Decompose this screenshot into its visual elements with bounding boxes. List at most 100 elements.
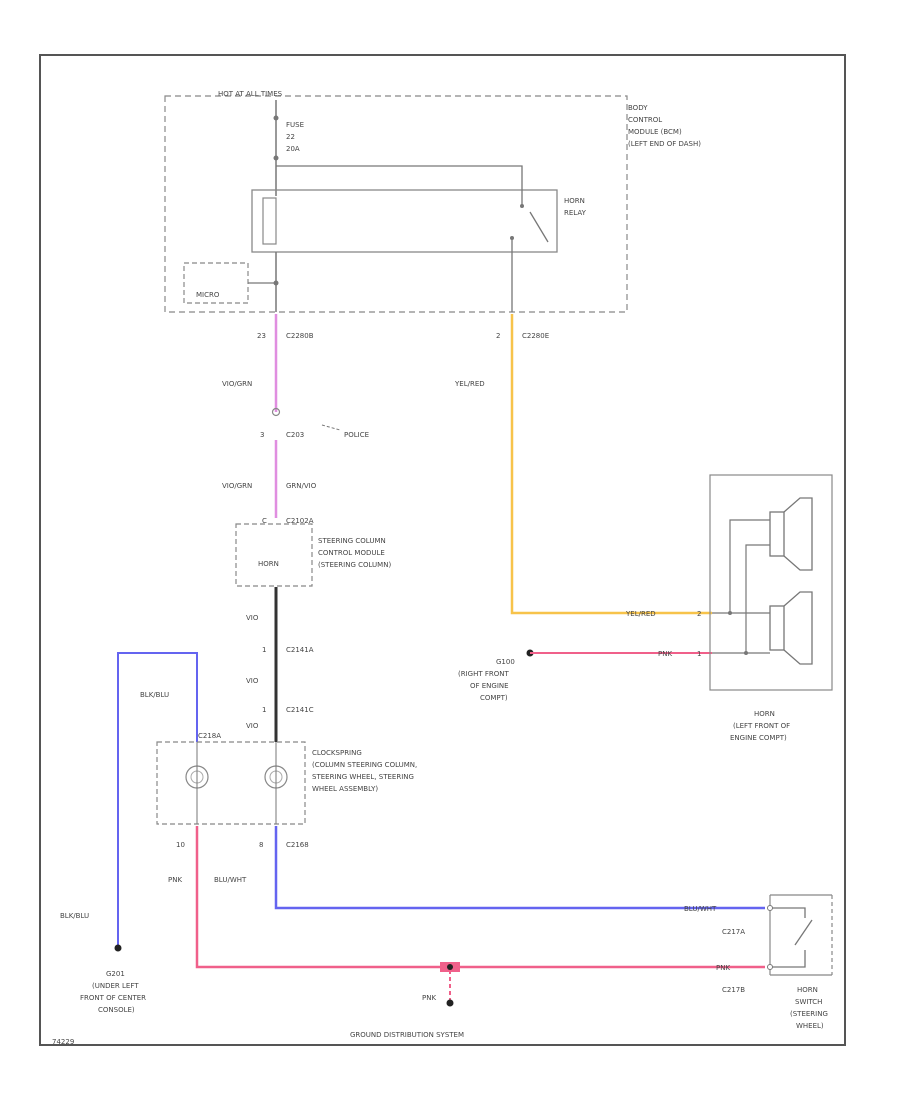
horn-switch-terminal-bottom — [767, 964, 773, 970]
svg-text:(STEERING: (STEERING — [790, 1010, 828, 1018]
vio-grn-label-2: VIO/GRN — [222, 482, 252, 490]
fuse-terminal-top — [273, 115, 279, 121]
horn-speaker-upper — [769, 497, 813, 571]
c203-pin: 3 — [260, 431, 264, 439]
svg-text:OF ENGINE: OF ENGINE — [470, 682, 509, 690]
svg-text:MODULE (BCM): MODULE (BCM) — [628, 128, 682, 136]
horn-component-box — [709, 474, 833, 691]
svg-text:RELAY: RELAY — [564, 209, 587, 217]
blu-wht-label-1: BLU/WHT — [214, 876, 247, 884]
sccm-pin: C — [262, 517, 267, 525]
horn-junction-1 — [728, 611, 732, 615]
horn-switch-terminal-top — [767, 905, 773, 911]
svg-text:(RIGHT FRONT: (RIGHT FRONT — [458, 670, 509, 678]
bcm-name: BODY CONTROL MODULE (BCM) (LEFT END OF D… — [628, 104, 701, 148]
svg-text:BODY: BODY — [628, 104, 648, 112]
pnk-ground-label: PNK — [422, 994, 436, 1002]
hot-at-all-times-label: HOT AT ALL TIMES — [218, 90, 283, 98]
svg-text:20A: 20A — [286, 145, 300, 153]
svg-text:(STEERING COLUMN): (STEERING COLUMN) — [318, 561, 391, 569]
clockspring-pin-left: 10 — [176, 841, 185, 849]
fuse-terminal-bottom — [273, 155, 279, 161]
pnk-label-left: PNK — [168, 876, 182, 884]
ground-distribution-label: GROUND DISTRIBUTION SYSTEM — [350, 1031, 464, 1039]
horn-relay-coil — [262, 197, 277, 245]
clockspring-pin-right: 8 — [259, 841, 263, 849]
blk-blu-label-2: BLK/BLU — [60, 912, 89, 920]
vio-label-1: VIO — [246, 614, 259, 622]
g201-label: G201 — [106, 970, 125, 978]
police-arrow — [321, 424, 341, 431]
c2141c-pin: 1 — [262, 706, 266, 714]
horn-switch-contact — [772, 907, 813, 968]
c2168-label: C2168 — [286, 841, 309, 849]
g201-desc: (UNDER LEFT FRONT OF CENTER CONSOLE) — [80, 982, 146, 1014]
yel-red-wire — [510, 314, 712, 615]
horn-relay-label: HORN RELAY — [564, 197, 587, 217]
horn-relay-box — [251, 189, 558, 253]
clockspring-name: CLOCKSPRING (COLUMN STEERING COLUMN, STE… — [312, 749, 417, 793]
clockspring-top-connector: C218A — [198, 732, 221, 740]
relay-contact-top — [520, 204, 524, 208]
g201-ground-point — [114, 944, 122, 952]
bcm-left-pin: 23 — [257, 332, 266, 340]
horn-speaker-lower — [769, 591, 813, 665]
horn-pin-2: 1 — [697, 650, 701, 658]
diagram-frame — [39, 54, 846, 1046]
c2141a-pin: 1 — [262, 646, 266, 654]
svg-text:(UNDER LEFT: (UNDER LEFT — [92, 982, 139, 990]
bcm-left-connector: C2280B — [286, 332, 314, 340]
sccm-connector: C2102A — [286, 517, 314, 525]
svg-text:COMPT): COMPT) — [480, 694, 508, 702]
svg-text:CLOCKSPRING: CLOCKSPRING — [312, 749, 362, 757]
svg-text:FRONT OF CENTER: FRONT OF CENTER — [80, 994, 146, 1002]
blu-wht-label-2: BLU/WHT — [684, 905, 717, 913]
horn-switch-box — [769, 894, 833, 976]
yel-red-label-1: YEL/RED — [454, 380, 485, 388]
pnk-label-g100: PNK — [658, 650, 672, 658]
horn-name: HORN (LEFT FRONT OF ENGINE COMPT) — [730, 710, 790, 742]
horn-pin-1: 2 — [697, 610, 701, 618]
fuse-label: FUSE 22 20A — [286, 121, 304, 153]
svg-text:WHEEL ASSEMBLY): WHEEL ASSEMBLY) — [312, 785, 378, 793]
horn-internal-wiring — [712, 519, 770, 654]
svg-text:ENGINE COMPT): ENGINE COMPT) — [730, 734, 787, 742]
clockspring-dashed-box — [156, 741, 306, 825]
blk-blu-label-1: BLK/BLU — [140, 691, 169, 699]
svg-text:SWITCH: SWITCH — [795, 998, 822, 1006]
svg-text:WHEEL): WHEEL) — [796, 1022, 824, 1030]
relay-switch-arm — [529, 211, 549, 243]
svg-text:(LEFT FRONT OF: (LEFT FRONT OF — [733, 722, 790, 730]
svg-text:(COLUMN STEERING COLUMN,: (COLUMN STEERING COLUMN, — [312, 761, 417, 769]
sccm-name: STEERING COLUMN CONTROL MODULE (STEERING… — [318, 537, 391, 569]
c2141a-label: C2141A — [286, 646, 314, 654]
micro-label: MICRO — [196, 291, 220, 299]
c217a-label: C217A — [722, 928, 745, 936]
relay-contact-feed — [276, 165, 523, 206]
svg-text:HORN: HORN — [754, 710, 775, 718]
pnk-wire-bottom — [195, 826, 765, 969]
bcm-dashed-box — [164, 95, 628, 313]
coil-junction — [273, 280, 279, 286]
horn-switch-name: HORN SWITCH (STEERING WHEEL) — [790, 986, 828, 1030]
horn-junction-2 — [744, 651, 748, 655]
diagram-id: 74229 — [52, 1038, 74, 1046]
blu-wht-wire — [274, 826, 765, 910]
svg-text:HORN: HORN — [797, 986, 818, 994]
g100-label: G100 — [496, 658, 515, 666]
svg-text:STEERING WHEEL, STEERING: STEERING WHEEL, STEERING — [312, 773, 414, 781]
svg-text:STEERING COLUMN: STEERING COLUMN — [318, 537, 386, 545]
c217b-label: C217B — [722, 986, 745, 994]
sccm-dashed-box — [235, 523, 313, 587]
blk-blu-wire — [117, 652, 198, 948]
grn-vio-label: GRN/VIO — [286, 482, 317, 490]
vio-grn-label-1: VIO/GRN — [222, 380, 252, 388]
svg-text:(LEFT END OF DASH): (LEFT END OF DASH) — [628, 140, 701, 148]
svg-text:CONTROL: CONTROL — [628, 116, 662, 124]
svg-text:FUSE: FUSE — [286, 121, 304, 129]
svg-text:CONSOLE): CONSOLE) — [98, 1006, 135, 1014]
vio-label-2: VIO — [246, 677, 259, 685]
svg-text:CONTROL MODULE: CONTROL MODULE — [318, 549, 385, 557]
